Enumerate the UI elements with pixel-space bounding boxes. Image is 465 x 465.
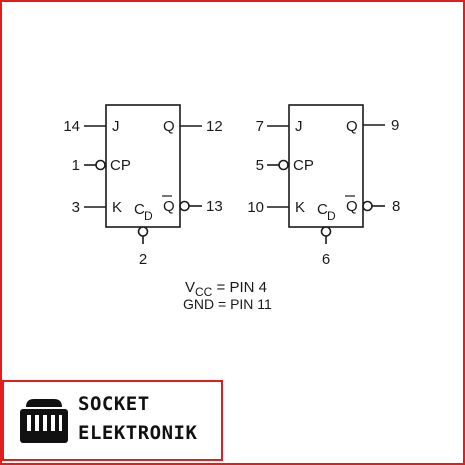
- output-label-qbar: Q: [346, 198, 358, 215]
- pin-number: 1: [72, 157, 80, 174]
- input-label-j: J: [112, 118, 120, 135]
- logo-line-2: ELEKTRONIK: [78, 422, 198, 444]
- pin-number: 5: [256, 157, 264, 174]
- pin-number: 13: [206, 198, 223, 215]
- pin-cd-bubble: [137, 226, 149, 237]
- pin-cd-bubble: [320, 226, 332, 237]
- pin-number: 10: [247, 199, 264, 216]
- pin-qbar-bubble: [362, 200, 373, 212]
- flipflop-left: [84, 104, 202, 244]
- pin-number: 8: [392, 198, 400, 215]
- output-label-qbar: Q: [163, 198, 175, 215]
- pin-number: 7: [256, 118, 264, 135]
- pin-cp-bubble: [278, 159, 289, 171]
- socket-elektronik-logo: SOCKET ELEKTRONIK: [2, 380, 223, 461]
- output-label-q: Q: [163, 118, 175, 135]
- output-label-q: Q: [346, 118, 358, 135]
- vcc-note: VCC = PIN 4: [185, 279, 267, 299]
- pin-number: 14: [63, 118, 80, 135]
- input-label-cp: CP: [110, 157, 131, 174]
- pin-number: 6: [322, 251, 330, 268]
- clear-label-c: C: [317, 201, 328, 218]
- clear-label-d: D: [144, 209, 153, 223]
- pin-number: 9: [391, 117, 399, 134]
- socket-logo-icon: [20, 399, 68, 443]
- pin-number: 12: [206, 118, 223, 135]
- logo-line-1: SOCKET: [78, 393, 150, 415]
- input-label-cp: CP: [293, 157, 314, 174]
- flipflop-right: [267, 104, 385, 244]
- pin-qbar-bubble: [179, 200, 190, 212]
- gnd-note: GND = PIN 11: [183, 296, 272, 312]
- clear-label-c: C: [134, 201, 145, 218]
- input-label-k: K: [112, 199, 122, 216]
- input-label-j: J: [295, 118, 303, 135]
- pin-number: 3: [72, 199, 80, 216]
- clear-label-d: D: [327, 209, 336, 223]
- input-label-k: K: [295, 199, 305, 216]
- pin-cp-bubble: [95, 159, 106, 171]
- pin-number: 2: [139, 251, 147, 268]
